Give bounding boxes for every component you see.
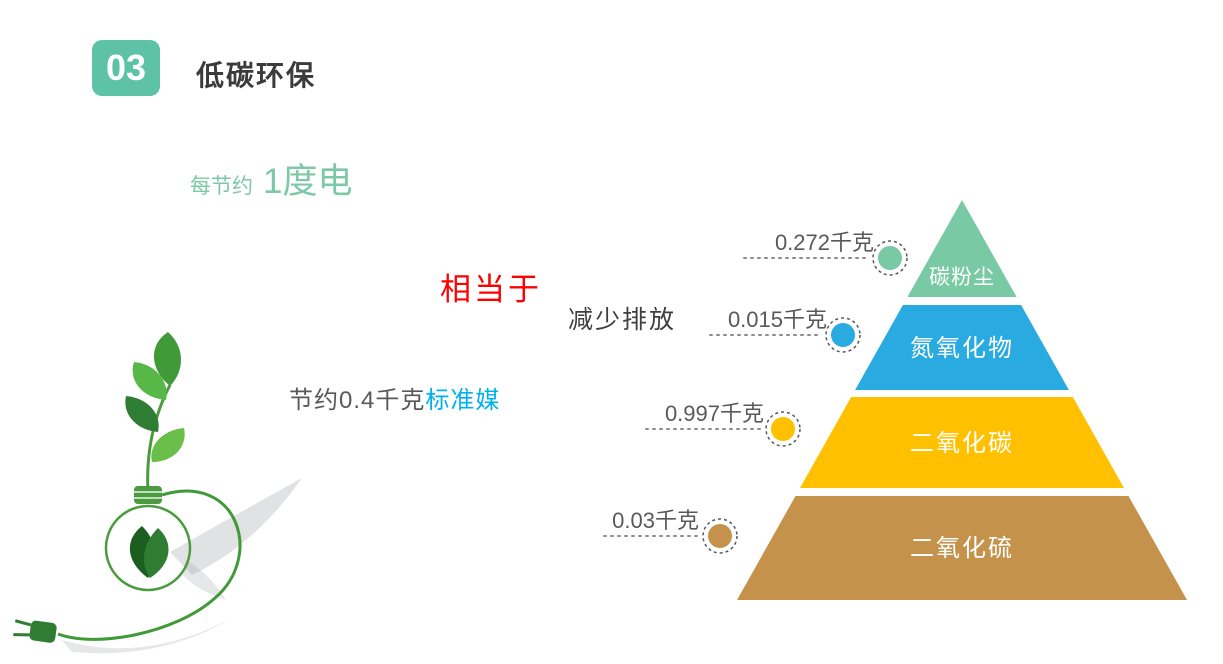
equivalent-label: 相当于 [440,272,542,307]
leaf-icon [153,332,181,386]
plug-icon [13,619,57,643]
coal-highlight-text: 标准媒 [425,387,501,414]
leaf-icon [125,396,159,432]
pyramid-layer-so2 [737,496,1187,600]
callout-co2-dot [771,417,795,441]
callout-so2-dot [708,524,732,548]
section-number-badge: 03 [92,40,160,96]
savings-value-label: 1度电 [263,162,353,201]
power-cord [57,489,242,641]
pyramid-layer-co2-label: 二氧化碳 [910,430,1014,457]
callout-dust: 0.272千克 [743,230,908,276]
savings-line: 每节约 1度电 [190,153,352,204]
shadow-shape [182,560,226,600]
callout-nox-dot [831,323,855,347]
shadow-shape [62,618,232,654]
leaf-icon [151,428,185,462]
callout-nox-value: 0.015千克 [728,307,827,332]
pyramid-layer-co2 [800,397,1124,488]
leaf-icon [132,362,167,400]
reduce-emission-label: 减少排放 [568,306,677,334]
page-title: 低碳环保 [196,60,317,91]
leaf-icon [143,528,169,578]
callout-nox: 0.015千克 [709,307,861,353]
callout-so2-value: 0.03千克 [612,508,699,533]
callout-co2: 0.997千克 [645,401,801,447]
callout-co2-ring [765,411,801,447]
callout-dust-ring [872,240,908,276]
callout-dust-dot [878,246,902,270]
callout-so2-ring [702,518,738,554]
savings-prefix-label: 每节约 [190,175,253,198]
pyramid-layer-so2-label: 二氧化硫 [910,535,1014,562]
callout-co2-value: 0.997千克 [665,401,764,426]
pyramid-callouts: 0.272千克 0.015千克 0.997千克 0.03千克 [603,230,908,554]
coal-savings-line: 节约0.4千克标准媒 [289,380,500,415]
pyramid-layer-nox [855,305,1069,390]
bulb-glass [104,504,192,592]
callout-nox-ring [825,317,861,353]
pyramid-layer-nox-label: 氮氧化物 [910,335,1014,362]
emission-pyramid: 碳粉尘 氮氧化物 二氧化碳 二氧化硫 [737,200,1187,600]
eco-bulb-plant-illustration [13,332,302,654]
pyramid-layer-dust-label: 碳粉尘 [929,266,995,289]
bulb-cap [134,486,162,504]
coal-savings-text: 节约0.4千克 [289,387,426,414]
pyramid-layer-dust [907,200,1017,297]
callout-so2: 0.03千克 [603,508,738,554]
callout-dust-value: 0.272千克 [775,230,874,255]
